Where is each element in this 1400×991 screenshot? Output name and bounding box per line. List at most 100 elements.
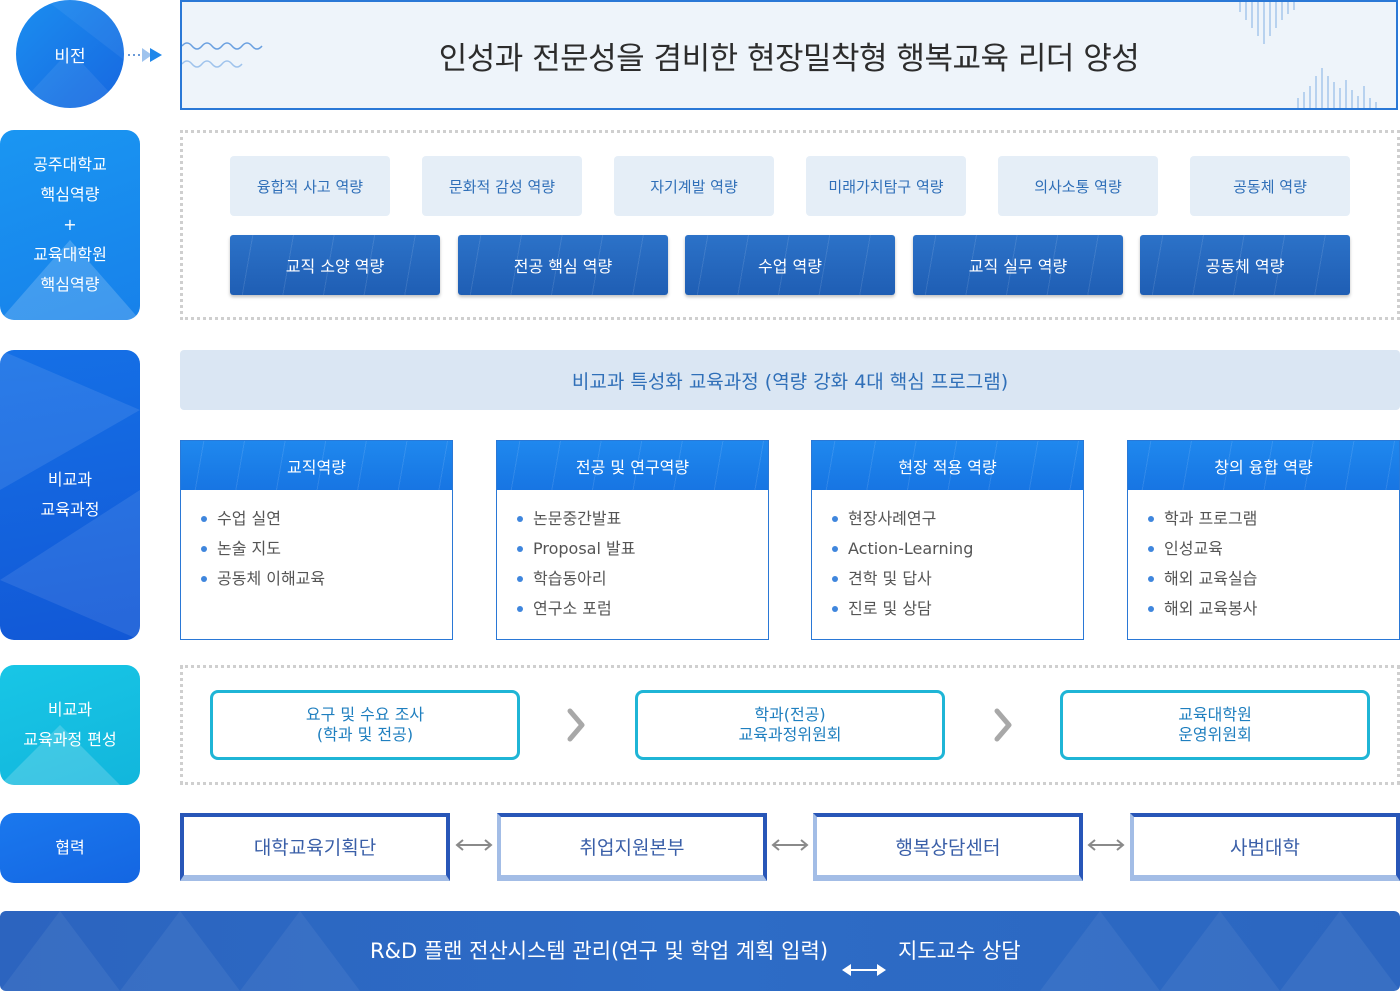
program-item: 논문중간발표 — [517, 504, 768, 534]
graduate-competency-item: 공동체 역량 — [1140, 235, 1350, 295]
program-item: 해외 교육봉사 — [1148, 594, 1399, 624]
graduate-competency-item: 수업 역량 — [685, 235, 895, 295]
formation-step-line: 학과(전공) — [754, 705, 826, 724]
rnd-plan-text: R&D 플랜 전산시스템 관리(연구 및 학업 계획 입력) — [370, 939, 829, 963]
bottom-bar-pattern — [0, 911, 1400, 991]
cooperation-unit: 행복상담센터 — [813, 813, 1083, 881]
formation-label-line: 교육과정 편성 — [23, 730, 117, 749]
graduate-competency-item: 교직 소양 역량 — [230, 235, 440, 295]
graduate-competency-label: 전공 핵심 역량 — [513, 257, 613, 276]
program-item: 진로 및 상담 — [832, 594, 1083, 624]
double-arrow-icon — [842, 964, 886, 976]
university-competency-item: 문화적 감성 역량 — [422, 156, 582, 216]
graduate-competency-label: 교직 실무 역량 — [968, 257, 1068, 276]
program-item: 견학 및 답사 — [832, 564, 1083, 594]
competency-label-line: + — [63, 215, 77, 234]
competency-label-line: 교육대학원 — [33, 245, 107, 264]
formation-step-line: 요구 및 수요 조사 — [305, 705, 425, 724]
curriculum-label-line: 비교과 — [47, 470, 93, 489]
university-competency-item: 의사소통 역량 — [998, 156, 1158, 216]
university-competency-item: 미래가치탐구 역량 — [806, 156, 966, 216]
university-competency-item: 자기계발 역량 — [614, 156, 774, 216]
cooperation-unit: 취업지원본부 — [497, 813, 767, 881]
formation-label-line: 비교과 — [47, 700, 93, 719]
competency-label-line: 공주대학교 — [33, 155, 107, 174]
bars-decoration-bottom — [1297, 68, 1377, 108]
graduate-competency-label: 교직 소양 역량 — [285, 257, 385, 276]
formation-step: 학과(전공) 교육과정위원회 — [635, 690, 945, 760]
competency-label-text: 공주대학교 핵심역량 + 교육대학원 핵심역량 — [33, 150, 107, 300]
program-item: 연구소 포럼 — [517, 594, 768, 624]
curriculum-label-pattern — [0, 350, 140, 640]
program-item: 공동체 이해교육 — [201, 564, 452, 594]
wave-decoration — [182, 42, 263, 68]
vision-statement: 인성과 전문성을 겸비한 현장밀착형 행복교육 리더 양성 — [438, 40, 1140, 77]
program-item: Action-Learning — [832, 534, 1083, 564]
program-title: 교직역량 — [287, 457, 346, 477]
formation-step-line: (학과 및 전공) — [316, 725, 414, 744]
program-title: 전공 및 연구역량 — [575, 457, 690, 477]
curriculum-banner: 비교과 특성화 교육과정 (역량 강화 4대 핵심 프로그램) — [180, 350, 1400, 410]
graduate-competency-item: 교직 실무 역량 — [913, 235, 1123, 295]
program-item: 학습동아리 — [517, 564, 768, 594]
double-arrow-icon — [771, 839, 809, 851]
program-item-list: 현장사례연구 Action-Learning 견학 및 답사 진로 및 상담 — [812, 490, 1083, 624]
program-card: 전공 및 연구역량 논문중간발표 Proposal 발표 학습동아리 연구소 포… — [496, 440, 769, 640]
cooperation-label: 협력 — [0, 813, 140, 883]
vision-connector-arrow — [128, 48, 162, 62]
bars-decoration-top — [1239, 2, 1295, 44]
vision-badge-pattern — [16, 0, 124, 108]
university-competency-item: 공동체 역량 — [1190, 156, 1350, 216]
vision-statement-box: 인성과 전문성을 겸비한 현장밀착형 행복교육 리더 양성 — [180, 0, 1398, 110]
formation-label-text: 비교과 교육과정 편성 — [23, 695, 116, 755]
formation-step-line: 운영위원회 — [1178, 725, 1252, 744]
chevron-right-icon — [994, 708, 1012, 742]
vision-label: 비전 — [54, 46, 86, 67]
program-item-list: 학과 프로그램 인성교육 해외 교육실습 해외 교육봉사 — [1128, 490, 1399, 624]
formation-step: 교육대학원 운영위원회 — [1060, 690, 1370, 760]
program-item-list: 논문중간발표 Proposal 발표 학습동아리 연구소 포럼 — [497, 490, 768, 624]
program-item: 해외 교육실습 — [1148, 564, 1399, 594]
curriculum-label-text: 비교과 교육과정 — [41, 465, 100, 525]
program-card-header: 창의 융합 역량 — [1128, 441, 1399, 490]
formation-step: 요구 및 수요 조사 (학과 및 전공) — [210, 690, 520, 760]
program-card-header: 현장 적용 역량 — [812, 441, 1083, 490]
program-item: 인성교육 — [1148, 534, 1399, 564]
program-item-list: 수업 실연 논술 지도 공동체 이해교육 — [181, 490, 452, 594]
formation-label: 비교과 교육과정 편성 — [0, 665, 140, 785]
vision-badge: 비전 — [16, 0, 124, 108]
advisor-counseling-text: 지도교수 상담 — [898, 939, 1021, 963]
formation-label-pattern — [0, 725, 120, 785]
formation-step-line: 교육대학원 — [1178, 705, 1252, 724]
program-item: 논술 지도 — [201, 534, 452, 564]
program-card-header: 전공 및 연구역량 — [497, 441, 768, 490]
chevron-right-icon — [567, 708, 585, 742]
competency-label-pattern — [0, 240, 140, 320]
program-item: Proposal 발표 — [517, 534, 768, 564]
program-card-header: 교직역량 — [181, 441, 452, 490]
curriculum-label-line: 교육과정 — [40, 500, 100, 519]
cooperation-unit: 사범대학 — [1130, 813, 1400, 881]
curriculum-label: 비교과 교육과정 — [0, 350, 140, 640]
cooperation-unit: 대학교육기획단 — [180, 813, 450, 881]
rnd-plan-bar: R&D 플랜 전산시스템 관리(연구 및 학업 계획 입력) 지도교수 상담 — [0, 911, 1400, 991]
program-card: 교직역량 수업 실연 논술 지도 공동체 이해교육 — [180, 440, 453, 640]
program-card: 현장 적용 역량 현장사례연구 Action-Learning 견학 및 답사 … — [811, 440, 1084, 640]
competency-label-line: 핵심역량 — [40, 275, 100, 294]
graduate-competency-label: 수업 역량 — [758, 257, 822, 276]
program-title: 창의 융합 역량 — [1214, 457, 1313, 477]
double-arrow-icon — [455, 839, 493, 851]
competency-label-line: 핵심역량 — [40, 185, 100, 204]
university-competency-item: 융합적 사고 역량 — [230, 156, 390, 216]
cooperation-label-text: 협력 — [55, 838, 85, 857]
double-arrow-icon — [1087, 839, 1125, 851]
program-item: 현장사례연구 — [832, 504, 1083, 534]
competency-label: 공주대학교 핵심역량 + 교육대학원 핵심역량 — [0, 130, 140, 320]
program-item: 학과 프로그램 — [1148, 504, 1399, 534]
program-title: 현장 적용 역량 — [898, 457, 997, 477]
program-item: 수업 실연 — [201, 504, 452, 534]
formation-step-line: 교육과정위원회 — [738, 725, 842, 744]
competency-container: 융합적 사고 역량 문화적 감성 역량 자기계발 역량 미래가치탐구 역량 의사… — [180, 130, 1400, 320]
graduate-competency-item: 전공 핵심 역량 — [458, 235, 668, 295]
graduate-competency-label: 공동체 역량 — [1205, 257, 1285, 276]
